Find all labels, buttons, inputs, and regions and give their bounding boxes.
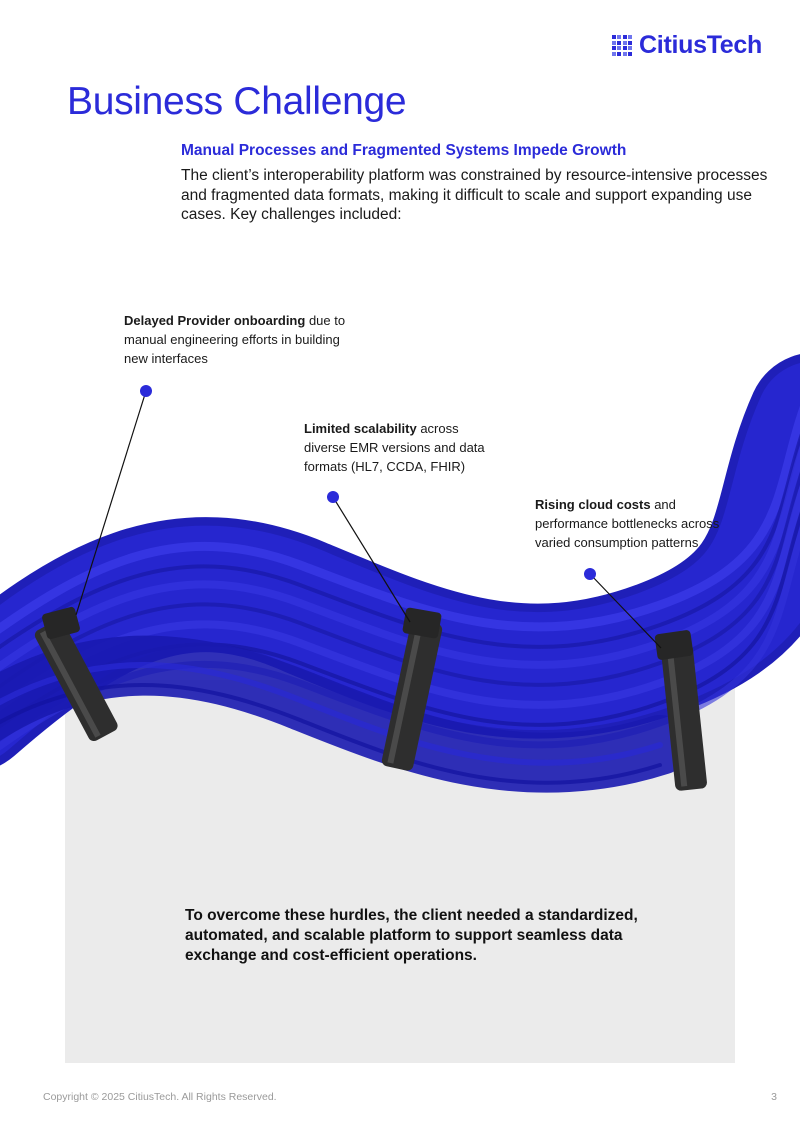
- challenge-text: across diverse EMR versions and data for…: [304, 421, 485, 474]
- challenge-text: due to manual engineering efforts in bui…: [124, 313, 346, 366]
- challenge-callout-scalability: Limited scalability across diverse EMR v…: [304, 419, 504, 476]
- challenge-callout-cloud-costs: Rising cloud costs and performance bottl…: [535, 495, 750, 552]
- logo-text: CitiusTech: [639, 31, 762, 59]
- callout-dot-2: [327, 491, 339, 503]
- callout-connectors: [75, 390, 662, 649]
- conclusion-text: To overcome these hurdles, the client ne…: [185, 907, 638, 964]
- cable-tie-2: [381, 607, 443, 771]
- section-subheading: Manual Processes and Fragmented Systems …: [181, 142, 627, 159]
- challenge-title: Rising cloud costs: [535, 497, 651, 512]
- challenge-title: Limited scalability: [304, 421, 417, 436]
- page-number: 3: [771, 1091, 777, 1103]
- callout-dot-3: [584, 568, 596, 580]
- challenge-text: and performance bottlenecks across varie…: [535, 497, 720, 550]
- cable-tie-3: [654, 630, 707, 791]
- intro-paragraph: The client’s interoperability platform w…: [181, 167, 768, 223]
- challenge-callout-onboarding: Delayed Provider onboarding due to manua…: [124, 311, 349, 368]
- brand-logo: CitiusTech: [611, 31, 762, 60]
- logo-grid-icon: [611, 35, 633, 56]
- cable-tie-1: [34, 606, 118, 742]
- challenge-title: Delayed Provider onboarding: [124, 313, 306, 328]
- callout-dot-1: [140, 385, 152, 397]
- page-title: Business Challenge: [67, 80, 407, 123]
- footer-copyright: Copyright © 2025 CitiusTech. All Rights …: [43, 1091, 277, 1103]
